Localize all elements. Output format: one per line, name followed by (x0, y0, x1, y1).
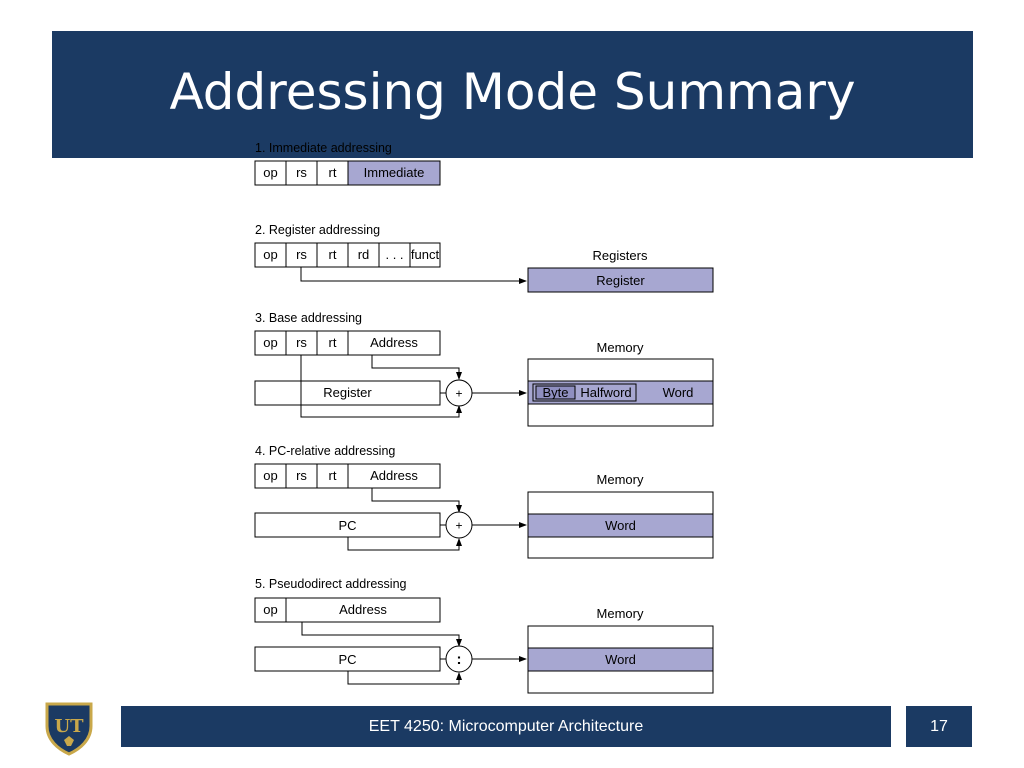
memory-title: Memory (597, 606, 644, 621)
memory-word-row (527, 647, 714, 672)
field-immediate: Immediate (364, 165, 425, 180)
title-bar: Addressing Mode Summary (52, 31, 973, 158)
field-op: op (263, 247, 277, 262)
page-number-box: 17 (906, 706, 972, 747)
immediate-heading: 1. Immediate addressing (255, 141, 392, 155)
rs-to-adder-arrow (300, 355, 462, 418)
field-rs: rs (296, 165, 307, 180)
pcrel-pc-label: PC (338, 518, 356, 533)
word-label: Word (605, 518, 636, 533)
word-label: Word (663, 385, 694, 400)
field-rs: rs (296, 335, 307, 350)
base-register-box (254, 380, 441, 406)
halfword-label: Halfword (580, 385, 631, 400)
field-rt: rt (329, 335, 337, 350)
field-dots: . . . (385, 247, 403, 262)
addressing-diagram: 1. Immediate addressing op rs rt Immedia… (254, 141, 714, 694)
byte-label: Byte (542, 385, 568, 400)
address-to-adder-arrow (371, 355, 462, 380)
pc-to-adder-arrow (347, 537, 462, 551)
field-funct: funct (411, 247, 440, 262)
pseudo-pc-label: PC (338, 652, 356, 667)
field-rs: rs (296, 247, 307, 262)
field-rt: rt (329, 468, 337, 483)
field-rt: rt (329, 165, 337, 180)
base-register-label: Register (323, 385, 372, 400)
logo-text: UT (54, 716, 84, 737)
address-to-adder-arrow (371, 488, 462, 513)
pcrel-heading: 4. PC-relative addressing (255, 444, 395, 458)
field-rt: rt (329, 247, 337, 262)
field-op: op (263, 602, 277, 617)
field-address: Address (339, 602, 387, 617)
halfword-box (532, 383, 637, 402)
field-op: op (263, 165, 277, 180)
adder-symbol: + (455, 519, 462, 533)
concat-symbol: : (457, 651, 462, 668)
footer-bar: EET 4250: Microcomputer Architecture (121, 706, 891, 747)
field-rs: rs (296, 468, 307, 483)
field-rd: rd (358, 247, 370, 262)
address-to-concat-arrow (301, 622, 462, 647)
immediate-addressing: 1. Immediate addressing op rs rt Immedia… (254, 141, 441, 186)
register-heading: 2. Register addressing (255, 223, 380, 237)
slide-title: Addressing Mode Summary (169, 62, 856, 121)
adder-symbol: + (455, 387, 462, 401)
university-shield-logo: UT (45, 702, 93, 756)
base-heading: 3. Base addressing (255, 311, 362, 325)
field-op: op (263, 468, 277, 483)
pseudo-heading: 5. Pseudodirect addressing (255, 577, 407, 591)
word-label: Word (605, 652, 636, 667)
byte-box (535, 385, 576, 400)
memory-word-row (527, 513, 714, 538)
field-op: op (263, 335, 277, 350)
rs-to-register-arrow (300, 267, 527, 284)
pcrel-pc-box (254, 512, 441, 538)
field-address: Address (370, 335, 418, 350)
memory-title: Memory (597, 472, 644, 487)
memory-title: Memory (597, 340, 644, 355)
base-addressing: 3. Base addressing op rs rt Address Regi… (254, 311, 714, 427)
register-target-label: Register (596, 273, 645, 288)
registers-title: Registers (593, 248, 648, 263)
pc-to-concat-arrow (347, 671, 462, 685)
register-addressing: 2. Register addressing op rs rt rd . . .… (254, 223, 714, 293)
footer-text: EET 4250: Microcomputer Architecture (368, 717, 644, 735)
register-target-box (527, 267, 714, 293)
page-number: 17 (930, 717, 948, 735)
field-address: Address (370, 468, 418, 483)
pc-relative-addressing: 4. PC-relative addressing op rs rt Addre… (254, 444, 714, 559)
pseudodirect-addressing: 5. Pseudodirect addressing op Address PC… (254, 577, 714, 694)
